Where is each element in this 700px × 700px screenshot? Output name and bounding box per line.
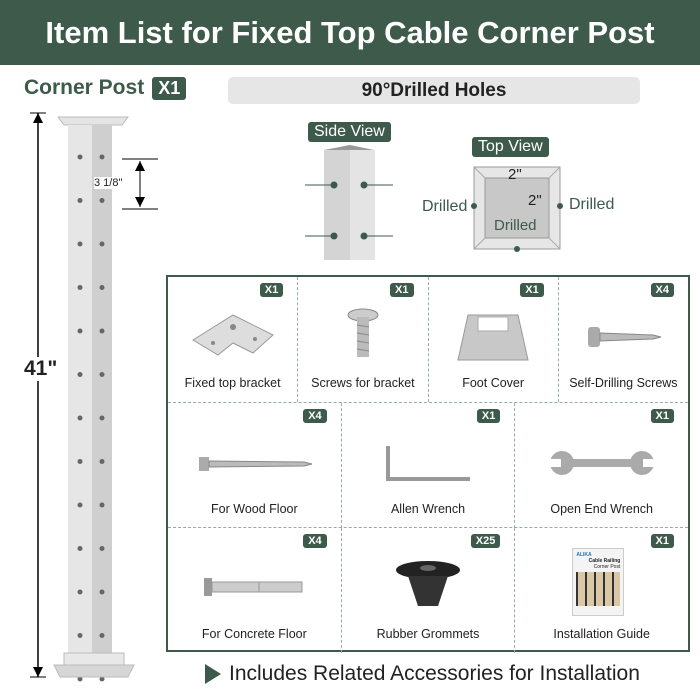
post-hole	[99, 502, 105, 508]
item-wood-floor-bolts: X4 For Wood Floor	[168, 403, 342, 528]
guide-brand: ALIKA	[576, 552, 592, 558]
hole-spacing-label: 3 1/8"	[94, 177, 123, 189]
drilled-holes-title: 90°Drilled Holes	[228, 77, 640, 104]
quantity-badge: X4	[303, 409, 327, 423]
item-foot-cover: X1 Foot Cover	[429, 277, 559, 402]
accessories-row: X4 For Concrete Floor X25 Rubber Grommet…	[168, 527, 688, 653]
depth-dimension: 2"	[528, 192, 542, 209]
top-view-illustration	[471, 166, 563, 252]
item-label: For Wood Floor	[211, 502, 298, 516]
item-allen-wrench: X1 Allen Wrench	[342, 403, 516, 528]
post-hole	[77, 502, 83, 508]
guide-subtitle: Corner Post	[593, 564, 621, 570]
width-dimension: 2"	[508, 166, 522, 183]
post-hole	[99, 589, 105, 595]
quantity-badge: X4	[650, 283, 674, 297]
item-label: Self-Drilling Screws	[569, 376, 678, 390]
self-drilling-screw-icon	[588, 327, 662, 347]
quantity-badge: X4	[303, 534, 327, 548]
post-hole	[99, 372, 105, 377]
post-hole	[99, 154, 105, 160]
quantity-badge: X1	[259, 283, 284, 297]
item-label: Installation Guide	[553, 627, 650, 641]
accessories-row: X4 For Wood Floor X1 Allen Wrench X1 Ope…	[168, 402, 688, 528]
anchor-bolt-icon	[204, 578, 303, 596]
drilled-right-label: Drilled	[569, 196, 615, 213]
quantity-badge: X1	[650, 409, 675, 423]
screw-icon	[347, 308, 379, 357]
grommet-icon	[396, 561, 460, 606]
post-hole	[99, 415, 105, 421]
post-hole	[77, 676, 83, 682]
post-hole	[77, 241, 83, 247]
quantity-badge: X1	[476, 409, 501, 423]
corner-post-illustration	[30, 112, 158, 682]
post-hole	[99, 676, 105, 682]
item-rubber-grommets: X25 Rubber Grommets	[342, 528, 516, 653]
item-label: Open End Wrench	[550, 502, 653, 516]
post-hole	[99, 633, 105, 638]
post-height-label: 41"	[24, 357, 58, 381]
quantity-badge: X25	[470, 534, 501, 548]
item-label: Fixed top bracket	[184, 376, 281, 390]
post-hole	[99, 198, 105, 203]
post-hole	[77, 285, 83, 290]
post-hole	[99, 459, 105, 464]
footer-note: Includes Related Accessories for Install…	[205, 662, 640, 686]
item-label: Foot Cover	[462, 376, 525, 390]
accessories-grid: X1 Fixed top bracket X1 Screws for brack…	[166, 275, 690, 653]
corner-post-title: Corner Post X1	[24, 76, 187, 100]
quantity-badge: X1	[390, 283, 414, 297]
top-view-label: Top View	[472, 137, 549, 157]
foot-cover-icon	[457, 314, 529, 361]
post-hole	[77, 154, 83, 160]
post-hole	[99, 328, 105, 334]
post-hole	[77, 633, 83, 638]
item-label: Rubber Grommets	[376, 627, 480, 641]
post-hole	[77, 328, 83, 334]
item-fixed-top-bracket: X1 Fixed top bracket	[168, 277, 299, 402]
post-hole	[77, 589, 83, 595]
open-end-wrench-icon	[548, 451, 657, 475]
post-hole	[77, 546, 83, 551]
item-installation-guide: X1 ALIKA Cable Railing Corner Post Insta…	[515, 528, 688, 653]
lag-bolt-icon	[199, 457, 313, 471]
footer-text: Includes Related Accessories for Install…	[229, 662, 640, 685]
post-hole	[77, 372, 83, 377]
play-triangle-icon	[205, 664, 221, 684]
post-hole	[99, 546, 105, 551]
drilled-bottom-label: Drilled	[494, 217, 537, 234]
post-hole	[77, 198, 83, 203]
side-view-illustration	[305, 145, 393, 260]
item-label: Screws for bracket	[311, 376, 415, 390]
corner-post-label: Corner Post	[24, 76, 145, 99]
quantity-badge: X1	[152, 76, 187, 100]
bracket-icon	[191, 314, 274, 356]
post-hole	[77, 459, 83, 464]
drilled-left-label: Drilled	[422, 198, 468, 215]
post-hole	[99, 241, 105, 247]
quantity-badge: X1	[520, 283, 544, 297]
page-title: Item List for Fixed Top Cable Corner Pos…	[0, 0, 700, 65]
item-label: For Concrete Floor	[201, 627, 307, 641]
item-screws-for-bracket: X1 Screws for bracket	[298, 277, 429, 402]
item-label: Allen Wrench	[390, 502, 466, 516]
side-view-label: Side View	[308, 122, 391, 142]
quantity-badge: X1	[650, 534, 675, 548]
allen-wrench-icon	[386, 446, 470, 481]
guide-title: Cable Railing	[588, 558, 621, 564]
item-concrete-floor-anchors: X4 For Concrete Floor	[168, 528, 342, 653]
post-hole	[77, 415, 83, 421]
item-self-drilling-screws: X4 Self-Drilling Screws	[559, 277, 688, 402]
accessories-row: X1 Fixed top bracket X1 Screws for brack…	[168, 277, 688, 402]
item-open-end-wrench: X1 Open End Wrench	[515, 403, 688, 528]
post-hole	[99, 285, 105, 290]
guide-booklet-icon: ALIKA Cable Railing Corner Post	[572, 548, 625, 616]
